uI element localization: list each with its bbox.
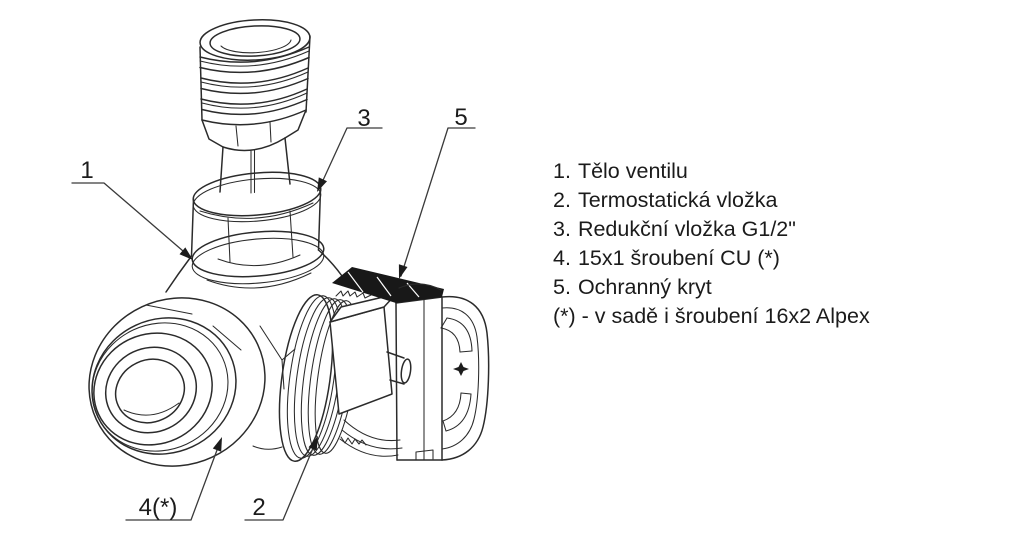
callout-4-arrowhead bbox=[212, 437, 222, 452]
legend-item-4: 4.15x1 šroubení CU (*) bbox=[553, 244, 870, 273]
callout-1-arrowhead bbox=[179, 247, 193, 260]
callout-3-arrowhead bbox=[317, 177, 327, 192]
upper-hex-transition bbox=[201, 109, 307, 152]
thermostatic-insert bbox=[278, 290, 412, 462]
callout-3: 3 bbox=[317, 105, 383, 192]
legend-item-5-name: Ochranný kryt bbox=[577, 275, 712, 299]
legend-item-1-number: 1. bbox=[553, 159, 571, 183]
callout-2: 2 bbox=[244, 436, 318, 521]
callout-4-label: 4(*) bbox=[139, 494, 178, 521]
legend-item-3-number: 3. bbox=[553, 217, 571, 241]
callout-2-label: 2 bbox=[252, 494, 265, 521]
callout-5: 5 bbox=[398, 104, 476, 279]
callout-5-label: 5 bbox=[454, 104, 467, 131]
legend-item-5: 5.Ochranný kryt bbox=[553, 273, 870, 302]
legend-item-2-name: Termostatická vložka bbox=[577, 188, 778, 212]
legend-item-5-number: 5. bbox=[553, 275, 571, 299]
legend-item-3-name: Redukční vložka G1/2" bbox=[577, 217, 796, 241]
parts-legend: 1.Tělo ventilu 2.Termostatická vložka 3.… bbox=[553, 157, 870, 331]
union-nut bbox=[190, 171, 325, 289]
callout-3-label: 3 bbox=[357, 105, 370, 132]
callout-5-arrowhead bbox=[398, 264, 408, 279]
top-threaded-connection bbox=[199, 19, 311, 126]
legend-item-2: 2.Termostatická vložka bbox=[553, 186, 870, 215]
legend-note-text: (*) - v sadě i šroubení 16x2 Alpex bbox=[553, 304, 870, 328]
legend-note: (*) - v sadě i šroubení 16x2 Alpex bbox=[553, 302, 870, 331]
callout-1: 1 bbox=[71, 157, 193, 260]
legend-item-4-number: 4. bbox=[553, 246, 571, 270]
callout-2-arrowhead bbox=[308, 436, 318, 451]
legend-item-1: 1.Tělo ventilu bbox=[553, 157, 870, 186]
callout-4: 4(*) bbox=[125, 437, 222, 521]
callout-1-label: 1 bbox=[80, 157, 93, 184]
legend-item-1-name: Tělo ventilu bbox=[577, 159, 688, 183]
legend-item-4-name: 15x1 šroubení CU (*) bbox=[577, 246, 780, 270]
legend-item-2-number: 2. bbox=[553, 188, 571, 212]
compression-nut-port bbox=[88, 297, 266, 467]
cap-star-mark bbox=[453, 362, 469, 376]
valve-neck bbox=[219, 137, 291, 194]
protective-cap bbox=[332, 267, 490, 461]
legend-item-3: 3.Redukční vložka G1/2" bbox=[553, 215, 870, 244]
